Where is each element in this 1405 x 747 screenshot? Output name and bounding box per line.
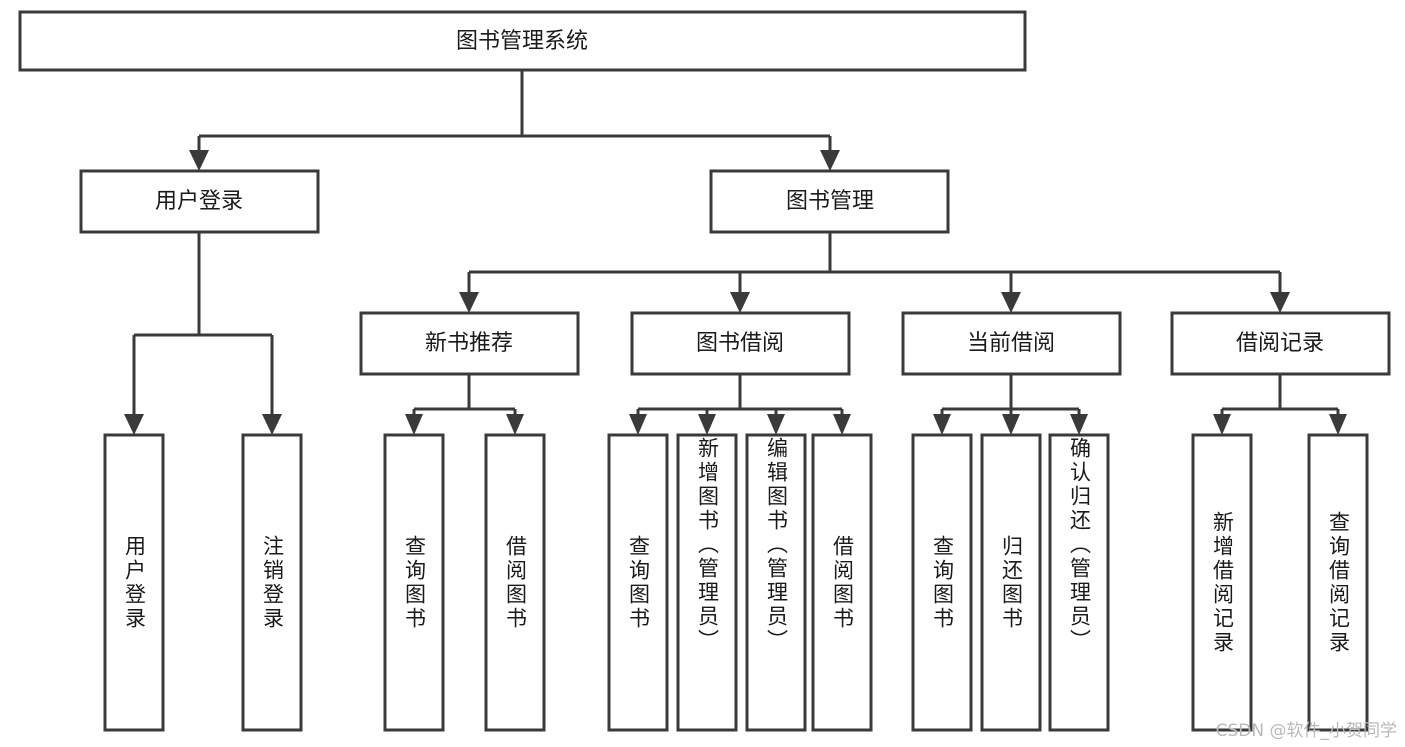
node-user-login[interactable]: 用户登录 [79,169,320,234]
arrow-leaf-add-record [1213,414,1231,435]
arrow-leaf-borrow-book-1 [506,414,524,435]
arrow-leaf-query-book-2 [629,414,647,435]
node-book-borrow-label: 图书借阅 [696,331,784,356]
leaf-add-book[interactable]: 新增图书（管理员） [676,433,738,732]
node-current-borrow[interactable]: 当前借阅 [901,311,1122,376]
leaf-edit-book-box[interactable] [745,433,807,732]
leaf-return-book-box[interactable] [980,433,1042,732]
leaf-borrow-book-1[interactable]: 借阅图书 [484,433,546,732]
node-book-borrow[interactable]: 图书借阅 [630,311,851,376]
leaf-user-login-box[interactable] [103,433,165,732]
arrow-to-new-book [459,292,479,313]
leaf-query-record-label: 查询借阅记录 [1326,510,1351,655]
arrow-leaf-query-book-3 [933,414,951,435]
leaf-add-record-label: 新增借阅记录 [1210,510,1235,655]
leaf-query-book-3-box[interactable] [911,433,973,732]
node-new-book-recommend-label: 新书推荐 [425,331,513,356]
node-root-box[interactable] [18,10,1027,72]
leaf-confirm-return-box[interactable] [1048,433,1110,732]
leaf-borrow-book-2-label: 借阅图书 [830,534,855,631]
node-book-borrow-box[interactable] [630,311,851,376]
connector-layer [124,70,1347,435]
arrow-leaf-logout [262,414,282,435]
node-book-manage-box[interactable] [709,169,950,234]
leaf-borrow-book-2[interactable]: 借阅图书 [811,433,873,732]
arrow-leaf-return-book [1002,414,1020,435]
leaf-logout-box[interactable] [241,433,303,732]
leaf-return-book-label: 归还图书 [999,534,1024,631]
leaf-query-book-1[interactable]: 查询图书 [383,433,445,732]
leaf-borrow-book-1-box[interactable] [484,433,546,732]
leaf-edit-book-label: 编辑图书（管理员） [764,437,789,653]
arrow-leaf-add-book [698,414,716,435]
node-user-login-box[interactable] [79,169,320,234]
leaf-add-book-label: 新增图书（管理员） [695,437,720,653]
leaf-query-record-box[interactable] [1307,433,1369,732]
node-borrow-record[interactable]: 借阅记录 [1170,311,1391,376]
leaf-confirm-return-label: 确认归还（管理员） [1067,437,1092,653]
node-new-book-recommend-box[interactable] [359,311,580,376]
arrow-root-to-book-manage [820,150,840,171]
node-book-manage[interactable]: 图书管理 [709,169,950,234]
leaf-user-login[interactable]: 用户登录 [103,433,165,732]
arrow-to-current-borrow [1001,292,1021,313]
node-current-borrow-label: 当前借阅 [967,331,1055,356]
leaf-query-book-3[interactable]: 查询图书 [911,433,973,732]
leaf-query-book-1-label: 查询图书 [402,534,427,631]
node-root[interactable]: 图书管理系统 [18,10,1027,72]
leaf-add-book-box[interactable] [676,433,738,732]
arrow-leaf-confirm-return [1070,414,1088,435]
arrow-leaf-user-login [124,414,144,435]
arrow-leaf-borrow-book-2 [833,414,851,435]
node-current-borrow-box[interactable] [901,311,1122,376]
node-new-book-recommend[interactable]: 新书推荐 [359,311,580,376]
leaf-query-book-2-box[interactable] [607,433,669,732]
arrow-leaf-edit-book [767,414,785,435]
leaf-logout-label: 注销登录 [260,534,285,631]
leaf-query-book-1-box[interactable] [383,433,445,732]
leaf-borrow-book-2-box[interactable] [811,433,873,732]
leaf-borrow-book-1-label: 借阅图书 [503,534,528,631]
leaf-add-record[interactable]: 新增借阅记录 [1191,433,1253,732]
node-root-label: 图书管理系统 [456,29,588,54]
leaf-query-record[interactable]: 查询借阅记录 [1307,433,1369,732]
leaf-confirm-return[interactable]: 确认归还（管理员） [1048,433,1110,732]
arrow-to-borrow-record [1270,292,1290,313]
leaf-query-book-3-label: 查询图书 [930,534,955,631]
leaf-return-book[interactable]: 归还图书 [980,433,1042,732]
leaf-edit-book[interactable]: 编辑图书（管理员） [745,433,807,732]
leaf-query-book-2[interactable]: 查询图书 [607,433,669,732]
arrow-leaf-query-record [1329,414,1347,435]
node-book-manage-label: 图书管理 [786,189,874,214]
leaf-logout[interactable]: 注销登录 [241,433,303,732]
node-user-login-label: 用户登录 [155,189,243,214]
arrow-root-to-user-login [189,150,209,171]
node-borrow-record-label: 借阅记录 [1236,331,1324,356]
leaf-user-login-label: 用户登录 [122,534,147,631]
leaf-query-book-2-label: 查询图书 [626,534,651,631]
arrow-leaf-query-book-1 [405,414,423,435]
node-borrow-record-box[interactable] [1170,311,1391,376]
arrow-to-book-borrow [730,292,750,313]
leaf-add-record-box[interactable] [1191,433,1253,732]
